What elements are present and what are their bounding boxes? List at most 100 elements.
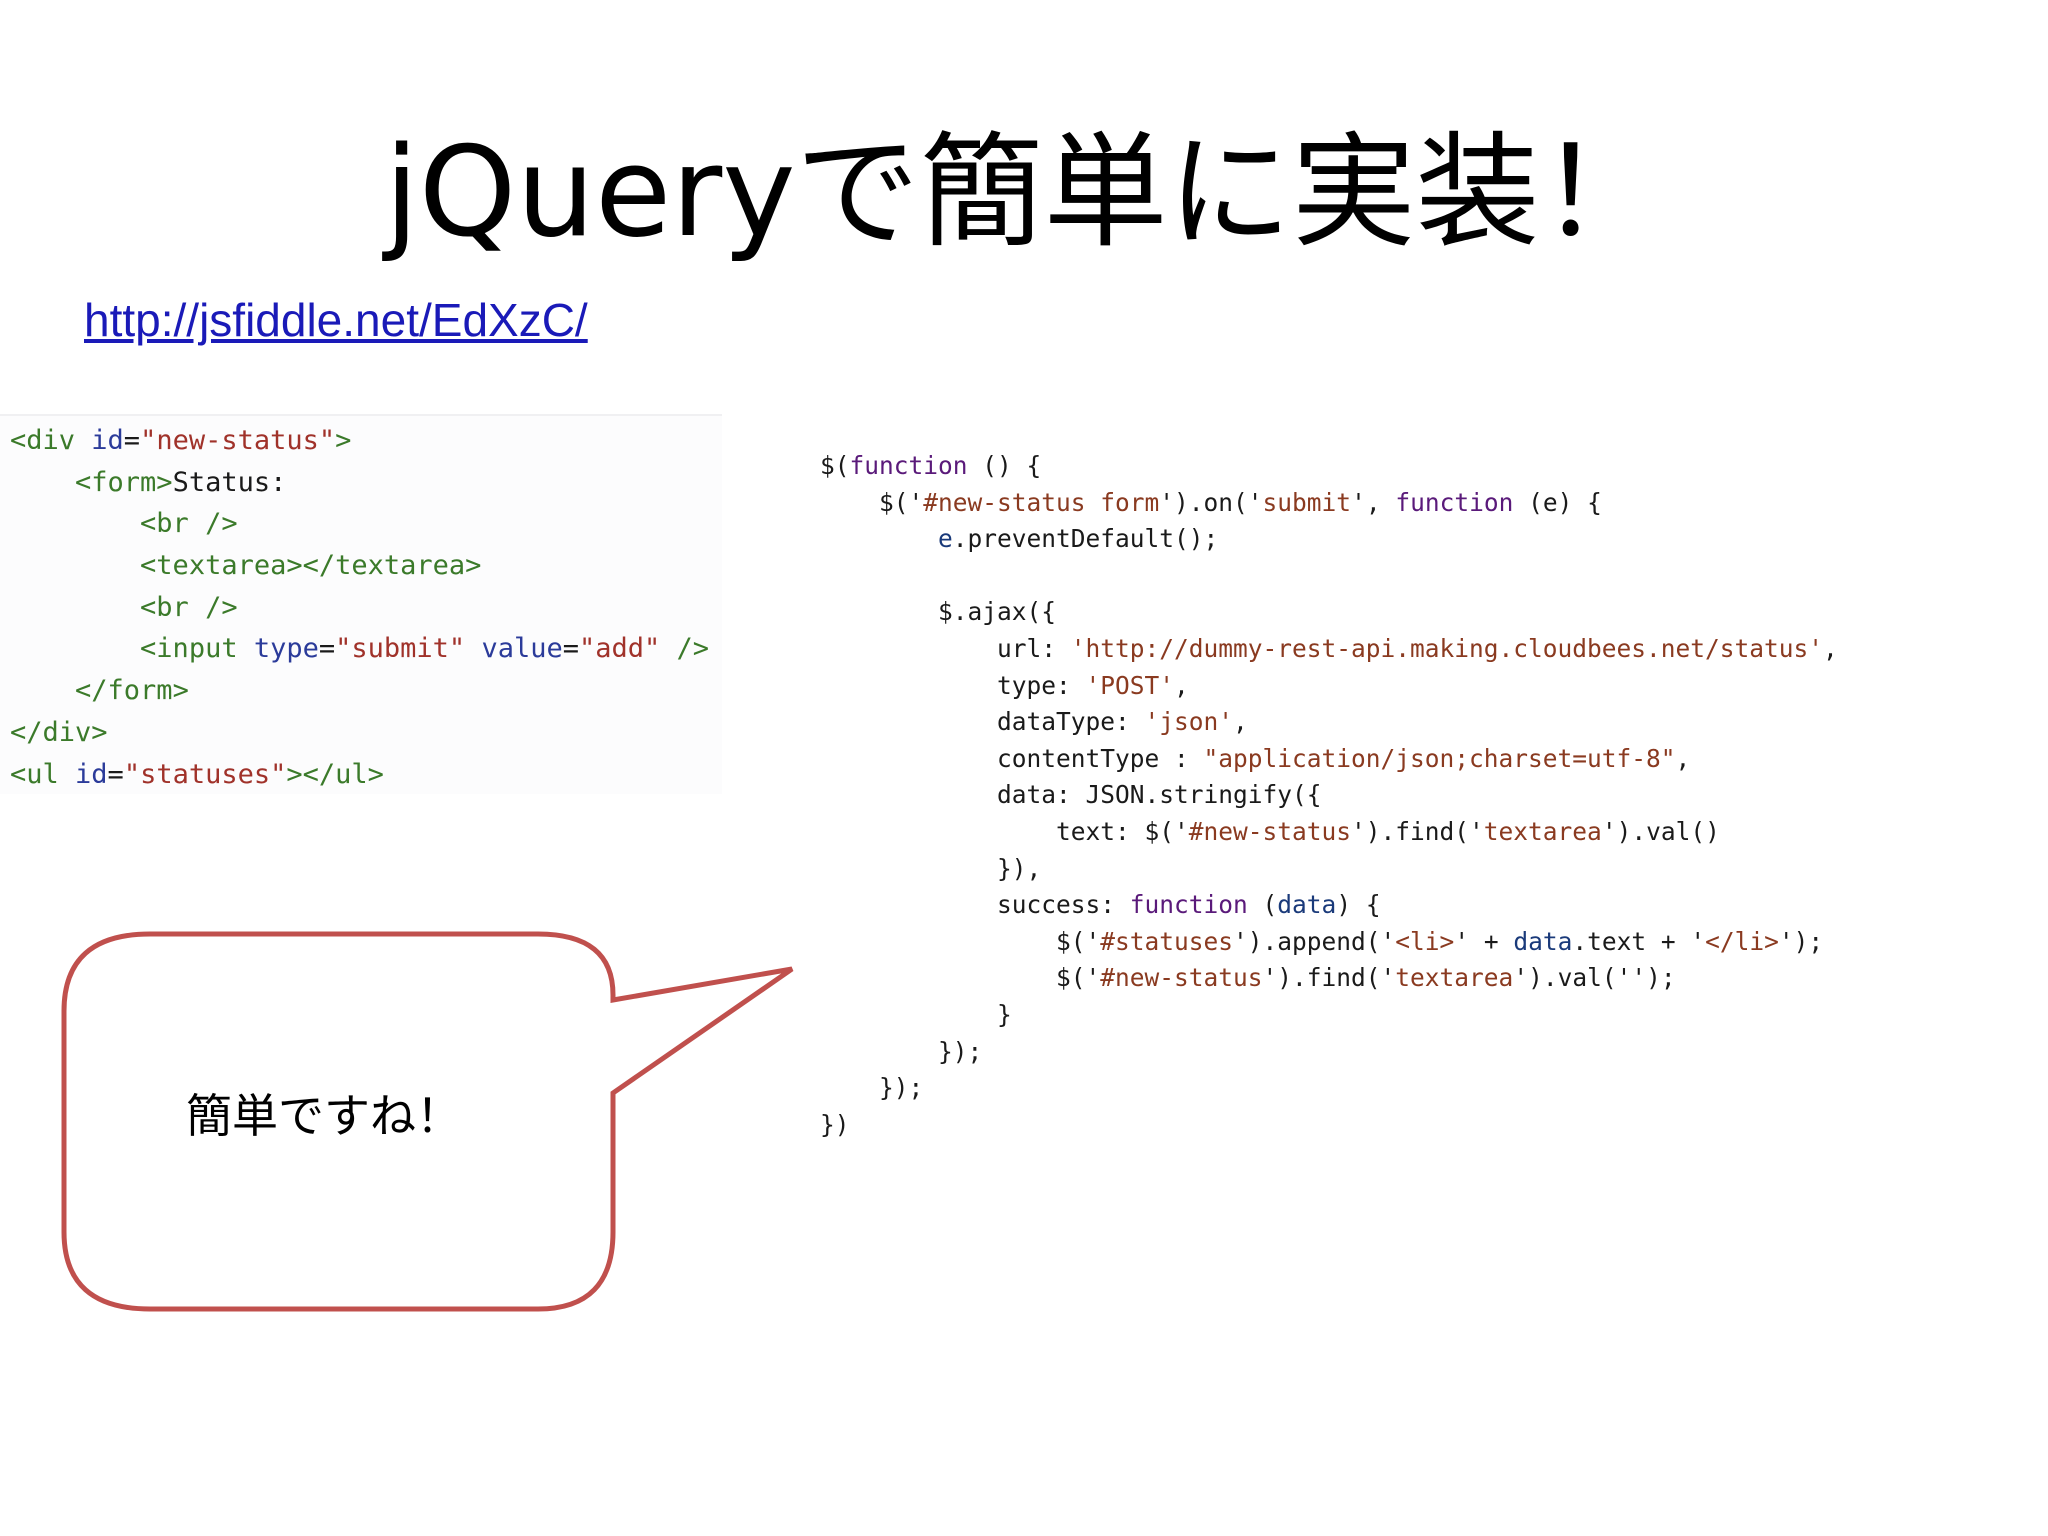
js-line: e.preventDefault(); <box>820 521 1880 558</box>
js-token: #new-status <box>1188 816 1352 846</box>
js-token: ' + <box>1454 926 1514 956</box>
js-token: dataType: <box>820 707 1145 737</box>
html-token: Status: <box>172 466 287 498</box>
html-token: <input <box>140 633 254 665</box>
js-token: function <box>1129 890 1248 920</box>
js-token: '); <box>1778 926 1824 956</box>
jsfiddle-link[interactable]: http://jsfiddle.net/EdXzC/ <box>84 294 588 346</box>
js-token: data <box>1277 890 1337 920</box>
js-token: ').val(''); <box>1513 963 1676 993</box>
html-token: "add" <box>579 633 661 665</box>
js-token: textarea <box>1395 963 1514 993</box>
js-line: data: JSON.stringify({ <box>820 777 1880 814</box>
js-line: $.ajax({ <box>820 594 1880 631</box>
js-token: () { <box>967 451 1042 480</box>
html-line: </form> <box>10 670 722 712</box>
js-line: type: 'POST', <box>820 668 1880 705</box>
js-token: ( <box>1247 890 1278 920</box>
js-token: }); <box>820 1073 924 1103</box>
js-line: contentType : "application/json;charset=… <box>820 741 1880 778</box>
js-token: text: $(' <box>820 816 1189 846</box>
js-token: }) <box>820 1109 850 1139</box>
html-token <box>660 633 676 664</box>
html-line: <div id="new-status"> <box>10 420 722 462</box>
html-token <box>10 633 140 664</box>
js-line: $(function () { <box>820 448 1880 485</box>
html-line: </div> <box>10 712 722 754</box>
html-token <box>10 508 140 539</box>
js-token: (e) { <box>1513 487 1602 517</box>
js-token: contentType : <box>820 743 1204 773</box>
js-line: } <box>820 997 1880 1034</box>
js-token: url: <box>820 633 1071 663</box>
js-line: }), <box>820 851 1880 888</box>
html-token: id <box>91 425 124 456</box>
html-token: value <box>481 633 563 665</box>
js-token: }), <box>820 853 1042 883</box>
js-token: .preventDefault(); <box>952 524 1219 554</box>
js-line: }); <box>820 1034 1880 1071</box>
slide-title: jQueryで簡単に実装！ <box>384 121 1664 265</box>
js-token: }); <box>820 1036 983 1066</box>
html-line: <br /> <box>10 503 722 545</box>
js-token: </li> <box>1705 926 1779 956</box>
js-token: 'POST' <box>1085 670 1175 700</box>
html-token: <textarea></textarea> <box>140 550 482 582</box>
js-token: .text + ' <box>1572 926 1706 956</box>
js-token: ').on(' <box>1159 487 1263 517</box>
html-token <box>465 633 481 664</box>
js-token: ').find(' <box>1351 816 1484 846</box>
html-token: = <box>562 633 579 665</box>
html-line: <form>Status: <box>10 462 722 504</box>
js-line: $('#statuses').append('<li>' + data.text… <box>820 924 1880 961</box>
js-token: type: <box>820 670 1086 700</box>
html-token: > <box>335 425 352 456</box>
js-token: "application/json;charset=utf-8" <box>1203 743 1676 773</box>
js-token: function <box>849 451 968 480</box>
js-token: #new-status <box>1100 963 1263 993</box>
html-token: <br /> <box>140 591 238 623</box>
html-line: <ul id="statuses"></ul> <box>10 754 722 796</box>
html-token <box>10 675 75 706</box>
js-line: url: 'http://dummy-rest-api.making.cloud… <box>820 631 1880 668</box>
js-token: #new-status form <box>923 487 1160 517</box>
html-token: <form> <box>75 466 173 498</box>
js-token: e <box>938 524 953 554</box>
html-token: </div> <box>10 716 108 748</box>
js-token: , <box>1675 743 1691 773</box>
js-token <box>820 524 938 553</box>
html-token: = <box>107 758 124 790</box>
html-token <box>10 467 75 498</box>
js-token: ', <box>1351 487 1396 517</box>
js-token: function <box>1395 487 1514 517</box>
html-token: = <box>123 425 141 456</box>
js-token: textarea <box>1483 816 1602 846</box>
js-token: #statuses <box>1100 926 1234 956</box>
js-token: $( <box>820 451 850 480</box>
html-token: "submit" <box>335 633 466 665</box>
js-line: }) <box>820 1107 1880 1144</box>
html-code-block: <div id="new-status"> <form>Status: <br … <box>0 414 722 794</box>
html-line: <br /> <box>10 587 722 629</box>
html-token: id <box>75 758 108 790</box>
js-line: }); <box>820 1070 1880 1107</box>
html-token: "new-status" <box>140 425 336 456</box>
js-code-block: $(function () { $('#new-status form').on… <box>820 448 1880 1148</box>
html-token: <br /> <box>140 508 238 540</box>
js-token: 'json' <box>1144 707 1234 737</box>
html-token <box>10 550 140 581</box>
js-token: submit <box>1262 487 1352 517</box>
js-token: $(' <box>820 926 1101 956</box>
js-token: success: <box>820 890 1130 920</box>
js-line: $('#new-status form').on('submit', funct… <box>820 485 1880 522</box>
js-token: data <box>1513 926 1573 956</box>
html-line: <textarea></textarea> <box>10 545 722 587</box>
js-line: dataType: 'json', <box>820 704 1880 741</box>
html-token <box>10 592 140 623</box>
js-line: text: $('#new-status').find('textarea').… <box>820 814 1880 851</box>
html-token: /> <box>676 633 710 665</box>
js-token: , <box>1233 707 1248 737</box>
html-token: </form> <box>75 675 189 707</box>
js-token: <li> <box>1395 926 1455 956</box>
js-token: ').find(' <box>1262 963 1396 993</box>
